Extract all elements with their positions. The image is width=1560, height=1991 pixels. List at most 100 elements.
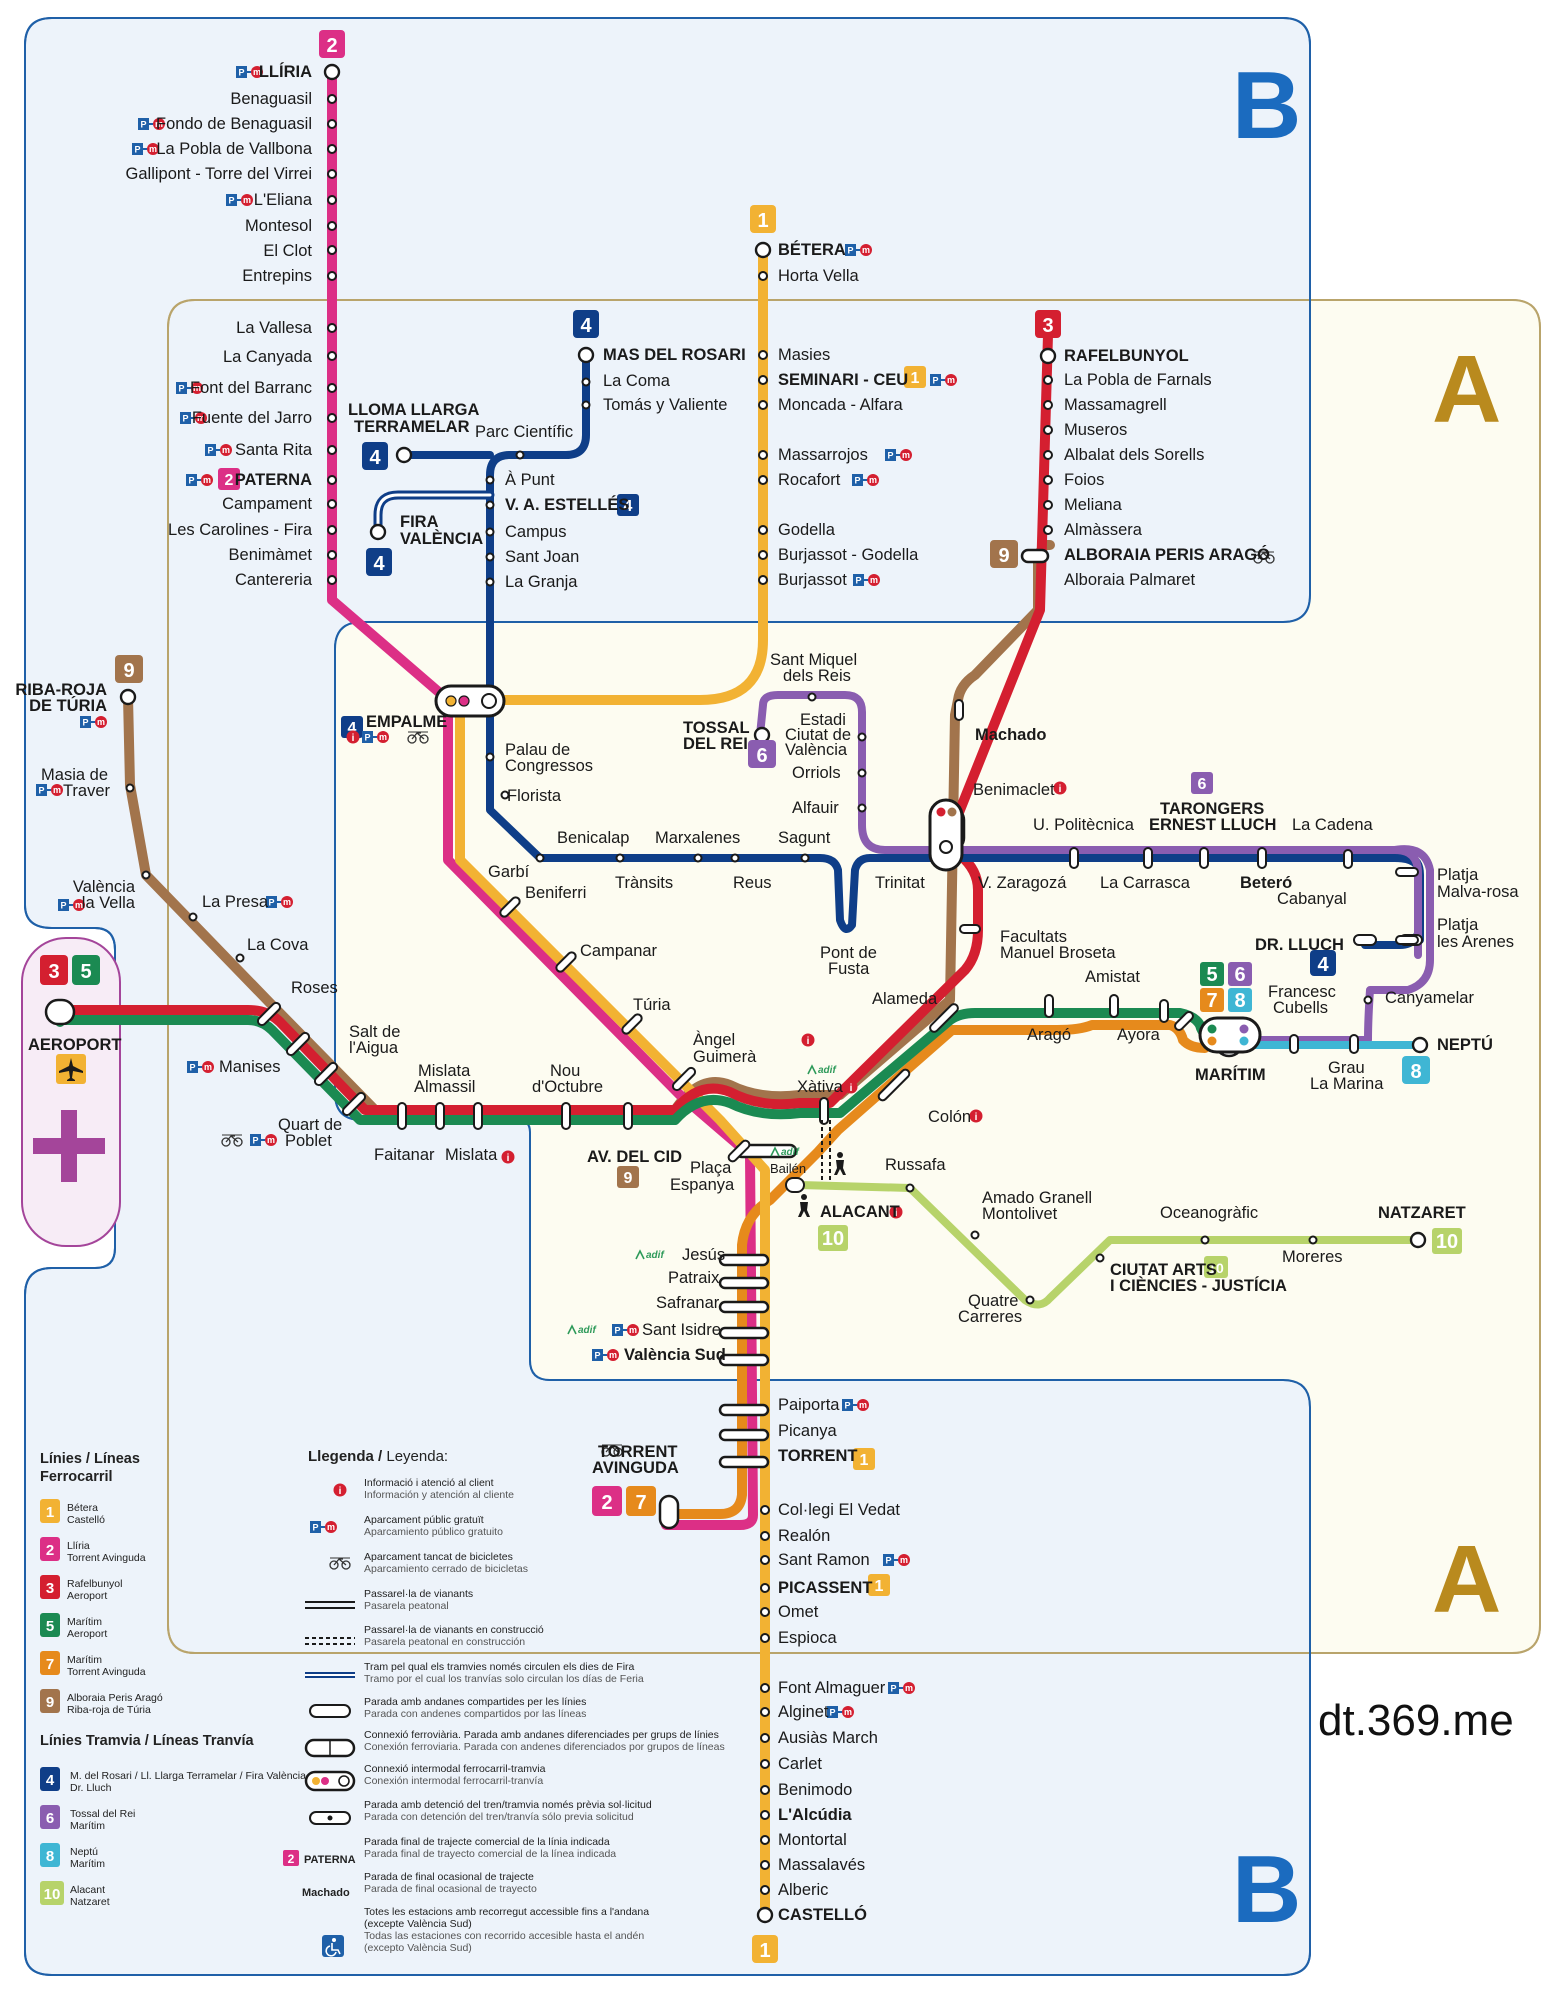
svg-text:Col·legi El Vedat: Col·legi El Vedat — [778, 1501, 900, 1519]
svg-text:Malva-rosa: Malva-rosa — [1437, 883, 1519, 901]
svg-text:TORRENT: TORRENT — [778, 1447, 857, 1465]
svg-text:Espioca: Espioca — [778, 1629, 838, 1647]
svg-text:Espanya: Espanya — [670, 1176, 735, 1194]
svg-text:M. del Rosari / Ll. Llarga Ter: M. del Rosari / Ll. Llarga Terramelar / … — [70, 1770, 306, 1782]
svg-text:dels Reis: dels Reis — [783, 667, 851, 685]
svg-text:Campanar: Campanar — [580, 942, 658, 960]
legend: Llegenda / Leyenda: Informació i atenció… — [308, 1448, 725, 1954]
svg-text:Informació i atenció al client: Informació i atenció al client — [364, 1477, 494, 1489]
svg-text:Totes les estacions amb recorr: Totes les estacions amb recorregut acces… — [364, 1906, 649, 1918]
svg-text:d'Octubre: d'Octubre — [532, 1078, 603, 1096]
svg-text:Carreres: Carreres — [958, 1308, 1022, 1326]
svg-text:8: 8 — [1234, 990, 1245, 1012]
svg-text:FIRA: FIRA — [400, 513, 439, 531]
svg-text:Machado: Machado — [975, 726, 1047, 744]
svg-text:Trinitat: Trinitat — [875, 874, 925, 892]
svg-text:Facultats: Facultats — [1000, 928, 1067, 946]
svg-text:Alboraia Peris Aragó: Alboraia Peris Aragó — [67, 1692, 163, 1704]
svg-text:EMPALME: EMPALME — [366, 713, 447, 731]
svg-text:Platja: Platja — [1437, 916, 1479, 934]
svg-text:7: 7 — [635, 1492, 646, 1514]
svg-text:Tramo por el cual los tranvías: Tramo por el cual los tranvías solo circ… — [364, 1673, 644, 1685]
legend-item: Parada amb detenció del tren/tramvia nom… — [364, 1799, 652, 1823]
svg-text:DEL REI: DEL REI — [683, 735, 748, 753]
svg-text:Fondo de Benaguasil: Fondo de Benaguasil — [156, 115, 312, 133]
zone-label-a-top: A — [1432, 336, 1501, 443]
svg-text:Ferrocarril: Ferrocarril — [40, 1469, 113, 1485]
svg-text:4: 4 — [369, 447, 381, 469]
svg-text:Aeroport: Aeroport — [67, 1628, 107, 1640]
svg-text:CASTELLÓ: CASTELLÓ — [778, 1905, 867, 1924]
svg-text:AEROPORT: AEROPORT — [28, 1036, 122, 1054]
svg-text:DE TÚRIA: DE TÚRIA — [29, 696, 107, 715]
svg-text:La Cadena: La Cadena — [1292, 816, 1374, 834]
svg-text:El Clot: El Clot — [263, 242, 312, 260]
svg-text:2: 2 — [46, 1542, 54, 1559]
svg-text:Sant Miquel: Sant Miquel — [770, 651, 857, 669]
svg-text:Burjassot - Godella: Burjassot - Godella — [778, 546, 919, 564]
svg-text:La Pobla de Farnals: La Pobla de Farnals — [1064, 371, 1212, 389]
svg-text:L'Alcúdia: L'Alcúdia — [778, 1806, 852, 1824]
svg-text:AVINGUDA: AVINGUDA — [592, 1459, 679, 1477]
svg-text:Túria: Túria — [633, 996, 671, 1014]
svg-text:SEMINARI - CEU: SEMINARI - CEU — [778, 371, 908, 389]
station-liria: LLÍRIA — [259, 62, 312, 81]
svg-text:4: 4 — [1317, 954, 1329, 976]
legend-item: Tram pel qual els tramvies només circule… — [364, 1661, 644, 1685]
svg-text:Beniferri: Beniferri — [525, 884, 586, 902]
svg-text:Platja: Platja — [1437, 866, 1479, 884]
svg-text:3: 3 — [1042, 315, 1053, 337]
svg-text:Massamagrell: Massamagrell — [1064, 396, 1167, 414]
line-7-path — [661, 1020, 1210, 1519]
svg-text:Parada amb detenció del tren/t: Parada amb detenció del tren/tramvia nom… — [364, 1799, 652, 1811]
svg-text:València Sud: València Sud — [624, 1346, 726, 1364]
svg-text:À Punt: À Punt — [505, 470, 555, 489]
svg-text:Xàtiva: Xàtiva — [797, 1078, 844, 1096]
svg-text:València: València — [785, 741, 848, 759]
svg-text:RIBA-ROJA: RIBA-ROJA — [15, 681, 107, 699]
svg-text:6: 6 — [1198, 776, 1207, 793]
svg-text:l'Aigua: l'Aigua — [349, 1039, 399, 1057]
svg-text:La Carrasca: La Carrasca — [1100, 874, 1191, 892]
svg-text:Benimodo: Benimodo — [778, 1781, 852, 1799]
svg-text:Aragó: Aragó — [1027, 1026, 1071, 1044]
legend-item: Connexió intermodal ferrocarril-tramviaC… — [364, 1763, 546, 1787]
svg-text:Campament: Campament — [222, 495, 312, 513]
legend-item: Aparcament tancat de bicicletesAparcamie… — [364, 1551, 528, 1575]
zone-label-b-bottom: B — [1232, 1836, 1301, 1943]
svg-text:Safranar: Safranar — [656, 1294, 720, 1312]
svg-text:Sagunt: Sagunt — [778, 829, 831, 847]
svg-text:VALÈNCIA: VALÈNCIA — [400, 529, 483, 548]
svg-text:1: 1 — [875, 1578, 884, 1595]
svg-text:Marítim: Marítim — [70, 1820, 105, 1832]
svg-text:Colón: Colón — [928, 1108, 971, 1126]
svg-text:6: 6 — [1234, 964, 1245, 986]
svg-text:Llegenda / Leyenda:: Llegenda / Leyenda: — [308, 1448, 448, 1465]
svg-text:Poblet: Poblet — [285, 1132, 332, 1150]
svg-text:PATERNA: PATERNA — [235, 471, 312, 489]
svg-text:Bailén: Bailén — [770, 1161, 806, 1176]
svg-text:Estadi: Estadi — [800, 711, 846, 729]
svg-text:Àngel: Àngel — [693, 1030, 735, 1049]
svg-text:TERRAMELAR: TERRAMELAR — [354, 418, 470, 436]
svg-text:V. Zaragozá: V. Zaragozá — [978, 874, 1067, 892]
svg-text:Burjassot: Burjassot — [778, 571, 847, 589]
svg-text:10: 10 — [822, 1228, 844, 1250]
svg-text:5: 5 — [80, 961, 91, 983]
line-2-path — [327, 65, 758, 1530]
svg-text:Parada con andenes compartidos: Parada con andenes compartidos por las l… — [364, 1708, 586, 1720]
svg-text:TARONGERS: TARONGERS — [1160, 800, 1264, 818]
station-dots — [125, 94, 1373, 1895]
svg-text:Benimaclet: Benimaclet — [973, 781, 1055, 799]
svg-text:Meliana: Meliana — [1064, 496, 1123, 514]
svg-text:Connexió intermodal ferrocarri: Connexió intermodal ferrocarril-tramvia — [364, 1763, 546, 1775]
svg-text:Trànsits: Trànsits — [615, 874, 673, 892]
svg-text:8: 8 — [46, 1848, 54, 1865]
svg-text:Plaça: Plaça — [690, 1159, 732, 1177]
zone-a-core — [335, 300, 1540, 1653]
svg-text:Santa Rita: Santa Rita — [235, 441, 313, 459]
svg-text:Gallipont - Torre del Virrei: Gallipont - Torre del Virrei — [126, 165, 312, 183]
